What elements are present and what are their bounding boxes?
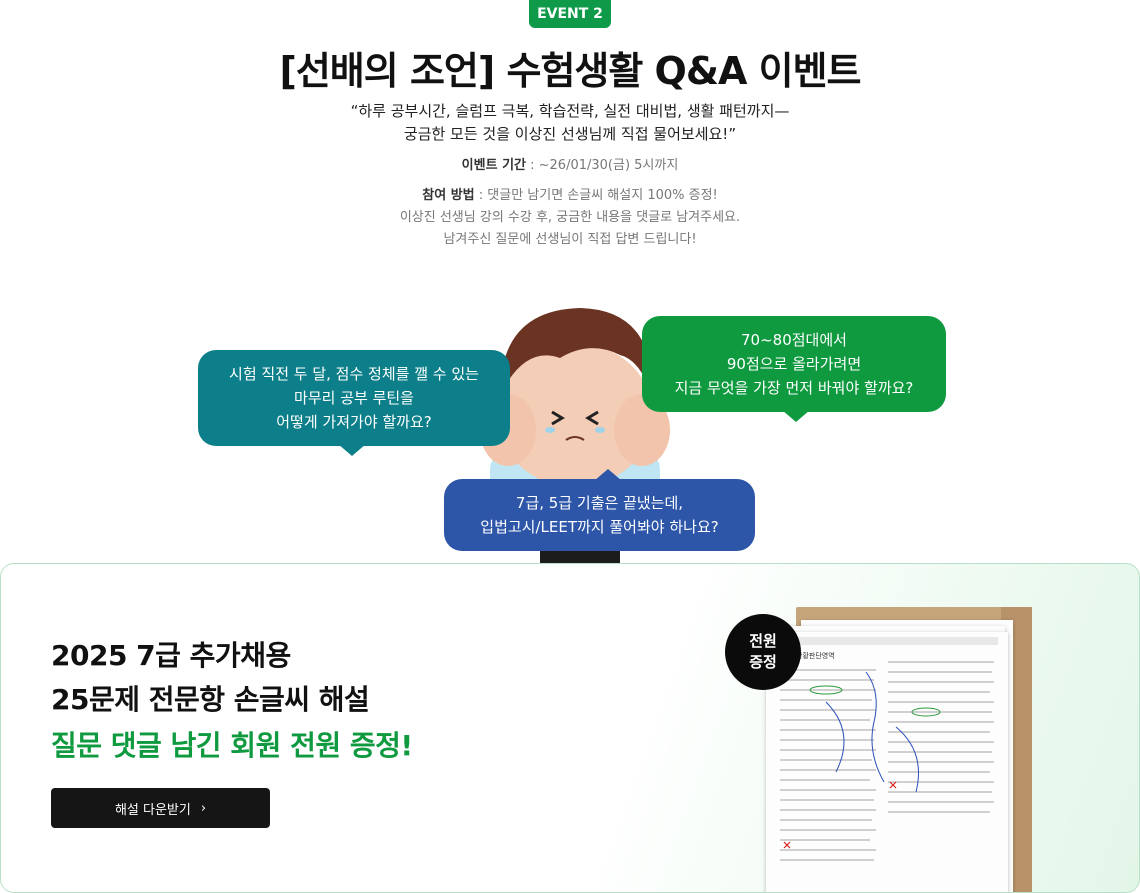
method-line-2: 이상진 선생님 강의 수강 후, 궁금한 내용을 댓글로 남겨주세요. — [399, 210, 741, 225]
bubble-tail — [782, 410, 810, 422]
download-solution-button[interactable]: 해설 다운받기 › — [51, 788, 270, 828]
bubble-left-line-1: 시험 직전 두 달, 점수 정체를 깰 수 있는 — [229, 365, 479, 383]
seal-line-1: 전원 — [749, 632, 777, 650]
bubble-right-line-1: 70~80점대에서 — [741, 331, 847, 349]
bubble-bottom-line-2: 입법고시/LEET까지 풀어봐야 하나요? — [480, 518, 719, 536]
sheet-title: 상황판단영역 — [796, 651, 835, 660]
promo-panel: 2025 7급 추가채용 25문제 전문항 손글씨 해설 질문 댓글 남긴 회원… — [0, 563, 1140, 893]
method-label: 참여 방법 — [422, 188, 475, 203]
quote-line-2: 궁금한 모든 것을 이상진 선생님께 직접 물어보세요!” — [403, 125, 737, 143]
event-method: 참여 방법 : 댓글만 남기면 손글씨 해설지 100% 증정! 이상진 선생님… — [0, 185, 1140, 251]
promo-line-3: 질문 댓글 남긴 회원 전원 증정! — [51, 729, 413, 762]
question-bubble-left: 시험 직전 두 달, 점수 정체를 깰 수 있는 마무리 공부 루틴을 어떻게 … — [198, 350, 510, 456]
question-bubble-right: 70~80점대에서 90점으로 올라가려면 지금 무엇을 가장 먼저 바꿔야 할… — [642, 316, 946, 422]
download-button-label: 해설 다운받기 — [114, 802, 191, 818]
method-line-3: 남겨주신 질문에 선생님이 직접 답변 드립니다! — [443, 232, 697, 247]
promo-line-2: 25문제 전문항 손글씨 해설 — [51, 683, 370, 716]
bubble-bottom-line-1: 7급, 5급 기출은 끝냈는데, — [515, 494, 684, 512]
event-badge: EVENT 2 — [529, 0, 611, 28]
bubble-left-line-3: 어떻게 가져가야 할까요? — [276, 413, 432, 431]
bubble-right-line-3: 지금 무엇을 가장 먼저 바꿔야 할까요? — [674, 379, 914, 397]
period-value: : ~26/01/30(금) 5시까지 — [526, 158, 679, 173]
handwritten-solution-preview: 상황판단영역 — [776, 637, 998, 861]
method-value: : 댓글만 남기면 손글씨 해설지 100% 증정! — [474, 188, 718, 203]
chevron-right-icon: › — [200, 800, 207, 816]
bubble-tail — [338, 444, 366, 456]
promo-line-1: 2025 7급 추가채용 — [51, 639, 291, 672]
period-label: 이벤트 기간 — [461, 158, 526, 173]
question-bubble-bottom: 7급, 5급 기출은 끝냈는데, 입법고시/LEET까지 풀어봐야 하나요? — [444, 469, 755, 551]
event-period: 이벤트 기간 : ~26/01/30(금) 5시까지 — [0, 155, 1140, 177]
bubble-tail — [594, 469, 622, 481]
solution-sheet-front: 상황판단영역 — [766, 632, 1008, 892]
event-quote: “하루 공부시간, 슬럼프 극복, 학습전략, 실전 대비법, 생활 패턴까지—… — [0, 100, 1140, 146]
quote-line-1: “하루 공부시간, 슬럼프 극복, 학습전략, 실전 대비법, 생활 패턴까지— — [350, 102, 790, 120]
free-gift-seal: 전원 증정 — [725, 614, 801, 690]
bubble-right-line-2: 90점으로 올라가려면 — [726, 355, 862, 373]
seal-line-2: 증정 — [749, 653, 777, 671]
page-title: [선배의 조언] 수험생활 Q&A 이벤트 — [279, 49, 861, 93]
bubble-left-line-2: 마무리 공부 루틴을 — [294, 389, 414, 407]
